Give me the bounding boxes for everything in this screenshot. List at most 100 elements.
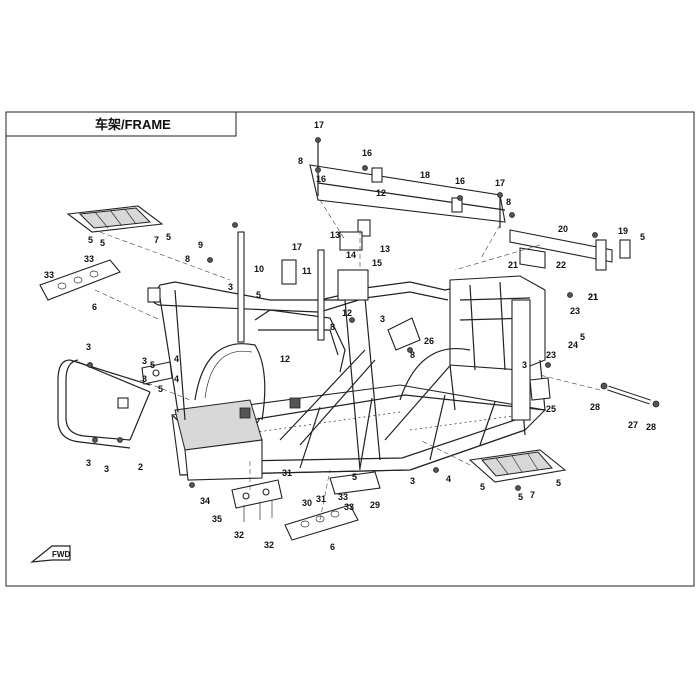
callout-label: 17 (495, 178, 505, 188)
bracket-4 (141, 361, 173, 385)
callout-label: 7 (154, 235, 159, 245)
callout-label: 6 (330, 542, 335, 552)
callout-label: 35 (212, 514, 222, 524)
callout-label: 10 (254, 264, 264, 274)
callout-label: 32 (234, 530, 244, 540)
callout-label: 8 (185, 254, 190, 264)
callout-label: 3 (522, 360, 527, 370)
callout-label: 15 (372, 258, 382, 268)
guard-left (39, 259, 121, 301)
fwd-label: FWD (52, 550, 70, 559)
callout-label: 2 (138, 462, 143, 472)
callout-label: 19 (618, 226, 628, 236)
diagram-border (5, 111, 695, 587)
guard-bottom (284, 504, 359, 541)
callout-label: 8 (410, 350, 415, 360)
callout-label: 31 (282, 468, 292, 478)
callout-label: 4 (446, 474, 451, 484)
callout-label: 3 (410, 476, 415, 486)
callout-label: 33 (344, 502, 354, 512)
callout-label: 26 (424, 336, 434, 346)
callout-label: 11 (302, 266, 312, 276)
callout-label: 21 (588, 292, 598, 302)
page-title: 车架/FRAME (95, 117, 171, 132)
callout-label: 21 (508, 260, 518, 270)
callout-label: 20 (558, 224, 568, 234)
callout-label: 5 (158, 384, 163, 394)
callout-label: 3 (380, 314, 385, 324)
callout-label: 5 (100, 238, 105, 248)
callout-label: 21 (588, 292, 598, 302)
callout-label: 17 (314, 120, 324, 130)
callout-label: 3 (104, 464, 109, 474)
main-frame (147, 275, 547, 481)
callout-label: 5 (556, 478, 561, 488)
callout-label: 16 (316, 174, 326, 184)
fwd-arrow-icon: FWD (30, 545, 71, 563)
callout-label: 13 (380, 244, 390, 254)
bracket-35 (231, 479, 283, 522)
callout-label: 33 (338, 492, 348, 502)
callout-label: 9 (198, 240, 203, 250)
callout-label: 16 (455, 176, 465, 186)
callout-label: 5 (480, 482, 485, 492)
bracket-26 (387, 317, 421, 351)
callout-label: 25 (546, 404, 556, 414)
callout-label: 4 (174, 354, 179, 364)
callout-label: 3 (86, 342, 91, 352)
bracket-29 (329, 471, 381, 495)
callout-label: 3 (86, 458, 91, 468)
callout-label: 33 (44, 270, 54, 280)
callout-label: 13 (330, 230, 340, 240)
callout-label: 3 (142, 356, 147, 366)
callout-label: 5 (150, 360, 155, 370)
callout-label: 30 (302, 498, 312, 508)
rear-crossbar (509, 229, 631, 271)
callout-label: 5 (352, 472, 357, 482)
callout-label: 12 (342, 308, 352, 318)
callout-label: 7 (530, 490, 535, 500)
fasteners (87, 137, 598, 491)
callout-label: 4 (174, 374, 179, 384)
callout-label: 22 (556, 260, 566, 270)
callout-label: 3 (228, 282, 233, 292)
leader-lines (94, 199, 601, 521)
callout-label: 16 (362, 148, 372, 158)
callout-label: 24 (568, 340, 578, 350)
footrest-left (66, 205, 164, 233)
bracket-25 (529, 377, 551, 401)
callout-label: 8 (330, 322, 335, 332)
callout-label: 33 (84, 254, 94, 264)
callout-label: 5 (256, 290, 261, 300)
callout-label: 3 (142, 374, 147, 384)
callout-label: 5 (166, 232, 171, 242)
callout-numbers: 17 16 8 18 16 16 17 8 20 19 5 5 7 5 5 9 … (44, 120, 656, 552)
callout-label: 5 (640, 232, 645, 242)
front-bumper (57, 359, 151, 449)
callout-label: 23 (570, 306, 580, 316)
posts (237, 231, 369, 343)
callout-label: 29 (370, 500, 380, 510)
callout-label: 5 (88, 235, 93, 245)
callout-label: 12 (376, 188, 386, 198)
callout-label: 23 (546, 350, 556, 360)
callout-label: 5 (518, 492, 523, 502)
callout-label: 28 (646, 422, 656, 432)
callout-label: 28 (590, 402, 600, 412)
callout-label: 5 (580, 332, 585, 342)
rear-axle-pin (600, 382, 660, 408)
callout-label: 32 (264, 540, 274, 550)
callout-label: 18 (420, 170, 430, 180)
top-rack (309, 140, 506, 237)
callout-label: 14 (346, 250, 356, 260)
callout-label: 34 (200, 496, 210, 506)
callout-label: 8 (298, 156, 303, 166)
callout-label: 12 (280, 354, 290, 364)
callout-label: 8 (506, 197, 511, 207)
title-box (5, 111, 237, 137)
callout-label: 27 (628, 420, 638, 430)
callout-label: 31 (316, 494, 326, 504)
footrest-right (468, 449, 567, 483)
callout-label: 17 (292, 242, 302, 252)
